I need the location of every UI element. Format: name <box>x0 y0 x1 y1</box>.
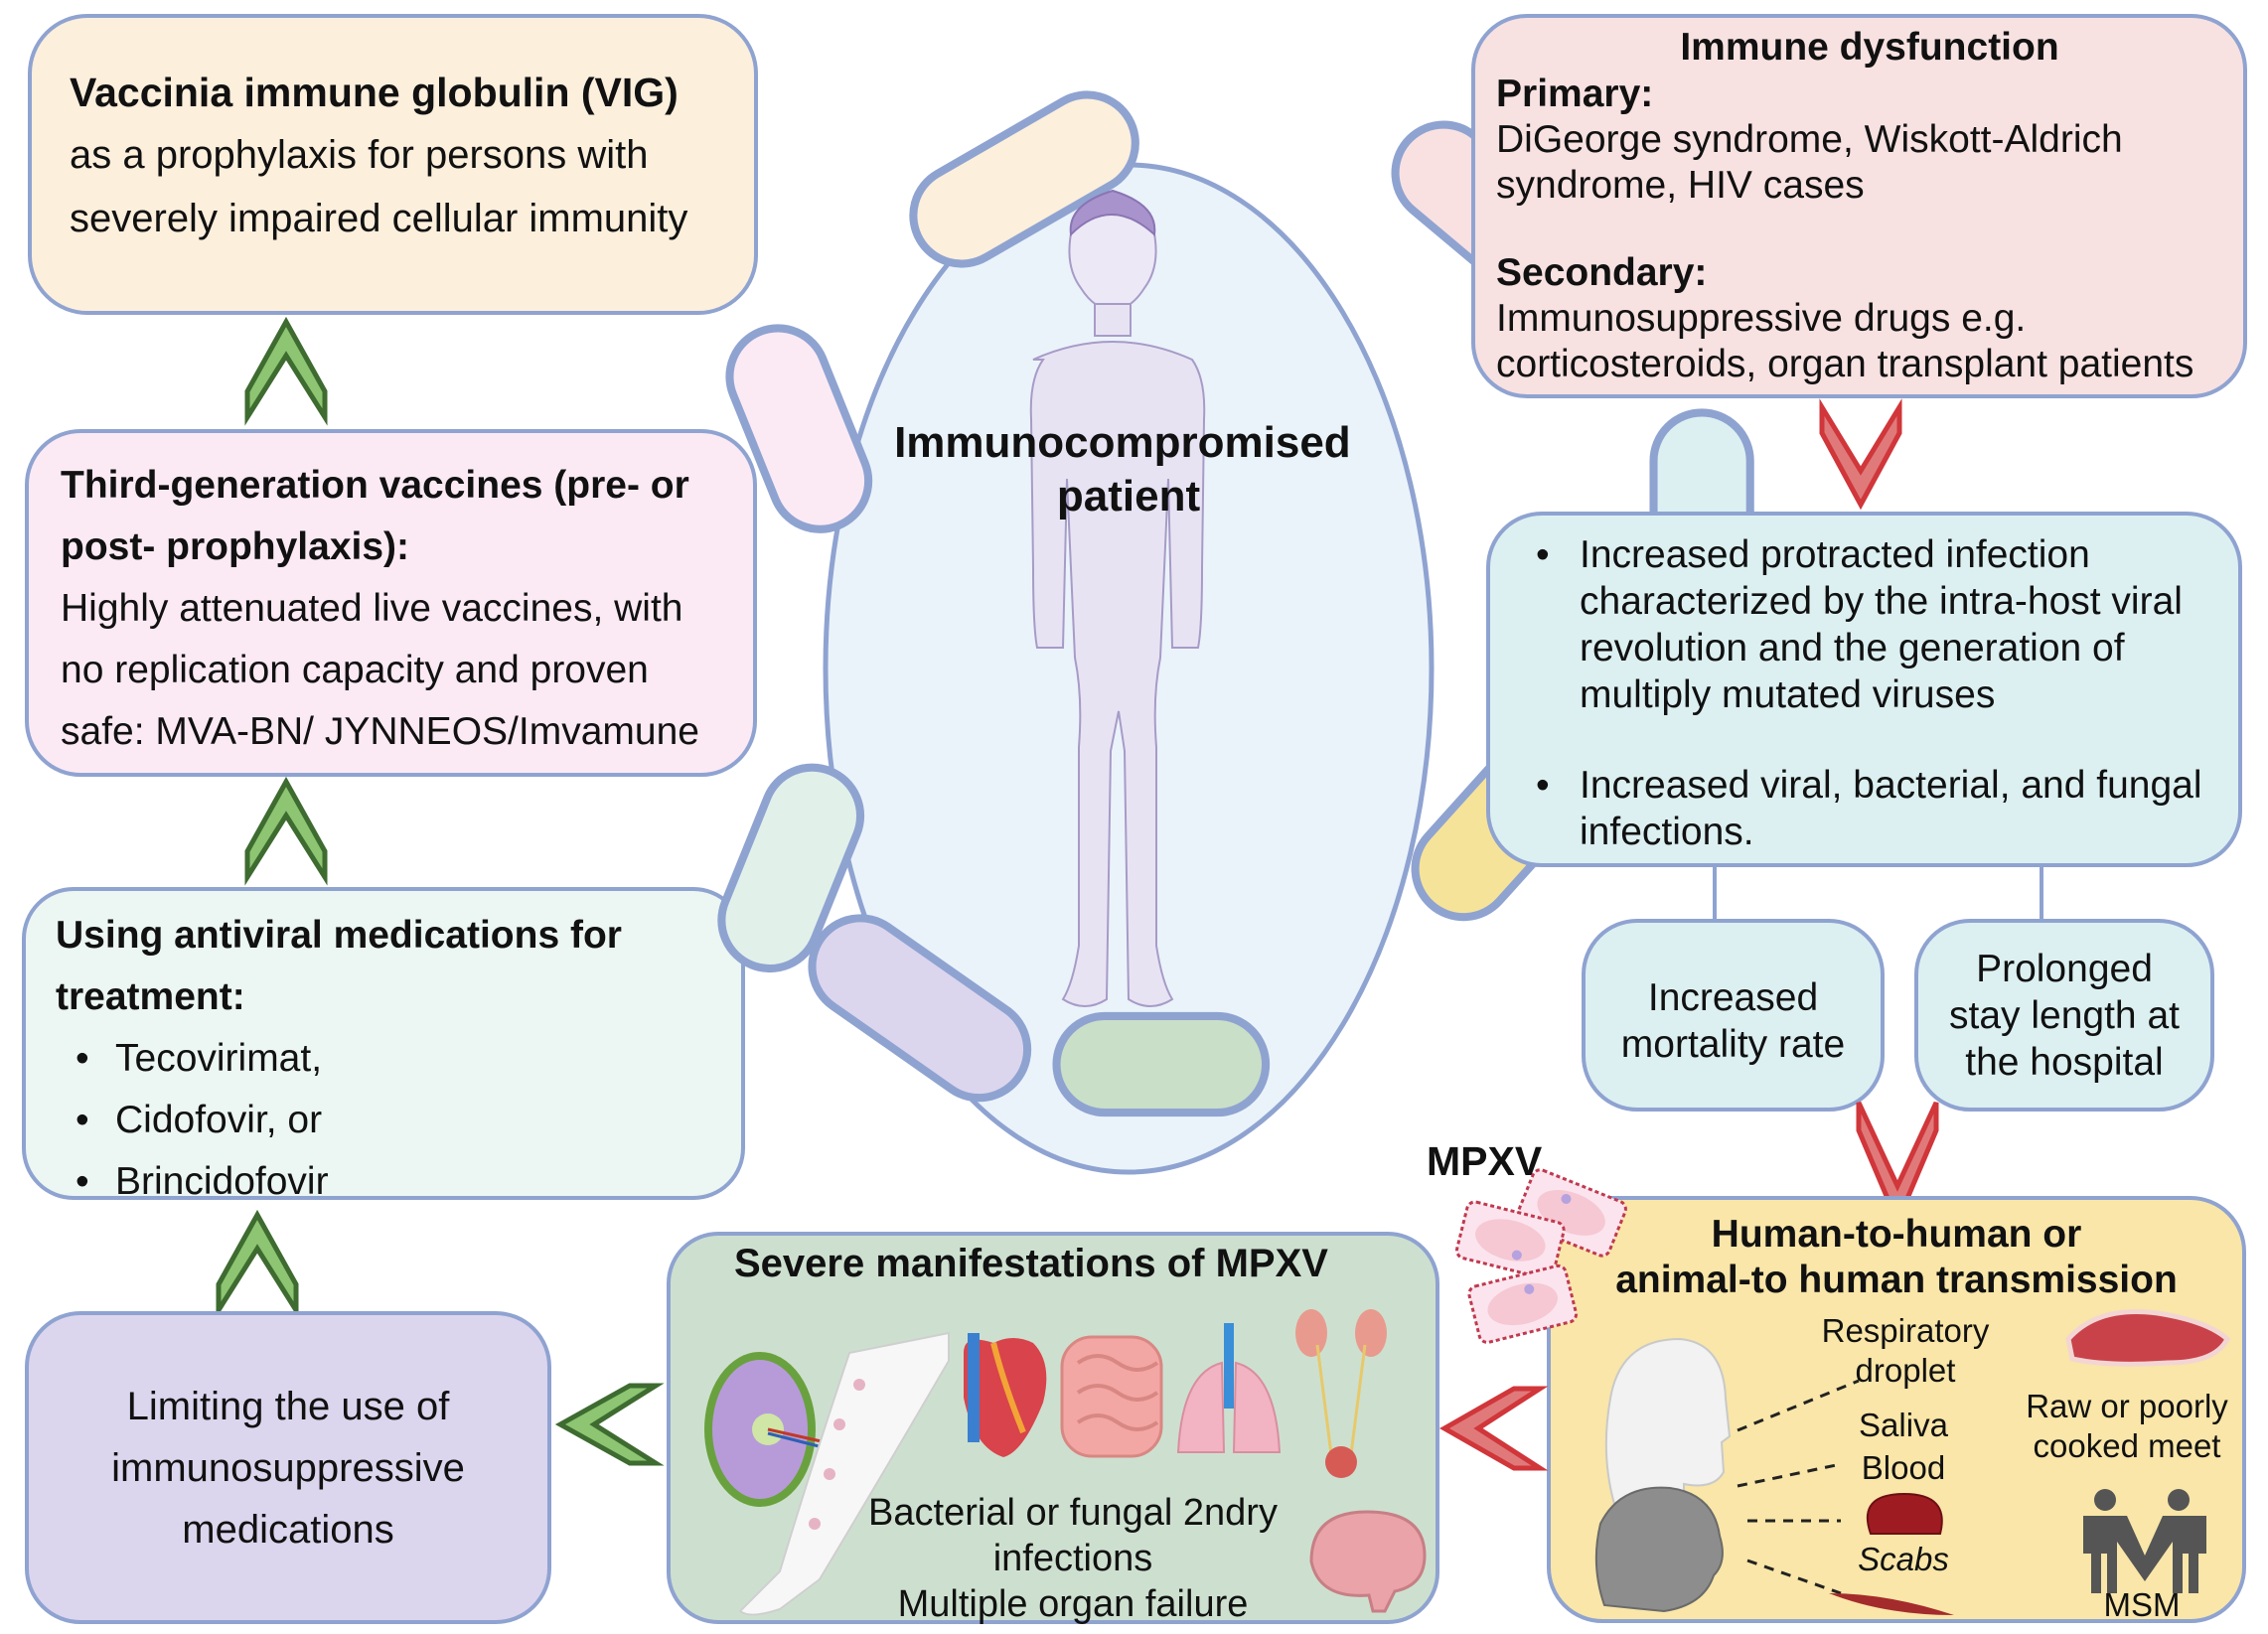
severe-caption: Bacterial or fungal 2ndry infections Mul… <box>849 1490 1296 1627</box>
heart-icon <box>964 1333 1047 1457</box>
transmission-title: Human-to-human or animal-to human transm… <box>1551 1212 2242 1303</box>
lymph-node-icon <box>704 1352 835 1507</box>
outcome-item: Increased viral, bacterial, and fungal i… <box>1536 762 2218 855</box>
center-label: Immunocompromised patient <box>894 418 1363 520</box>
scab-icon <box>1829 1593 1954 1615</box>
raw-meat-line: cooked meet <box>2033 1427 2221 1464</box>
antiviral-item: Brincidofovir <box>76 1151 741 1213</box>
vig-title: Vaccinia immune globulin (VIG) <box>70 70 679 115</box>
third-gen-line: no replication capacity and proven <box>61 649 649 691</box>
antiviral-title: Using antiviral medications for <box>56 914 622 957</box>
raw-meat-line: Raw or poorly <box>2026 1388 2228 1424</box>
blood-drop-icon <box>1866 1492 1943 1535</box>
raw-meat-icon <box>2065 1308 2231 1367</box>
limiting-line: medications <box>182 1507 394 1552</box>
primary-line: syndrome, HIV cases <box>1496 164 1865 207</box>
route-dashes <box>1737 1379 1860 1595</box>
severe-caption-line: Bacterial or fungal 2ndry <box>868 1492 1278 1534</box>
capsule-shape <box>808 914 1032 1103</box>
outcome-line: Increased viral, bacterial, and fungal <box>1580 764 2202 807</box>
transmission-title-line: animal-to human transmission <box>1615 1259 2178 1301</box>
mpxv-virus-icon <box>1454 1168 1627 1344</box>
antiviral-item: Tecovirimat, <box>76 1028 741 1090</box>
mortality-box: Increased mortality rate <box>1582 919 1885 1112</box>
mortality-line: Increased <box>1647 976 1819 1019</box>
secondary-line: corticosteroids, organ transplant patien… <box>1496 343 2194 385</box>
capsule-shape <box>909 90 1139 268</box>
outcome-line: multiply mutated viruses <box>1580 673 1996 716</box>
left-arrow-icon <box>554 1383 665 1466</box>
outcomes-list: Increased protracted infection character… <box>1536 531 2218 855</box>
prolonged-line: stay length at <box>1949 993 2180 1037</box>
human-monkey-head-icon <box>1594 1337 1732 1613</box>
route-blood: Blood <box>1861 1449 1946 1486</box>
arm-rash-icon <box>738 1331 950 1616</box>
primary-label: Primary: <box>1496 73 1654 115</box>
third-gen-title: Third-generation vaccines (pre- or <box>61 464 689 507</box>
outcome-line: characterized by the intra-host viral <box>1580 580 2183 623</box>
vig-line: severely impaired cellular immunity <box>70 197 688 240</box>
prolonged-stay-box: Prolonged stay length at the hospital <box>1914 919 2214 1112</box>
connector-line <box>1713 865 1717 921</box>
route-label: Respiratory <box>1821 1312 1990 1349</box>
third-gen-title: post- prophylaxis): <box>61 525 410 568</box>
secondary-line: Immunosuppressive drugs e.g. <box>1496 297 2027 340</box>
patient-oval: Immunocompromised patient <box>717 90 1754 1175</box>
mortality-line: mortality rate <box>1620 1023 1846 1066</box>
antiviral-list: Tecovirimat, Cidofovir, or Brincidofovir <box>56 1028 741 1213</box>
third-gen-line: Highly attenuated live vaccines, with <box>61 587 683 630</box>
center-label-line: patient <box>1057 472 1201 520</box>
severe-manifestations-box: Severe manifestations of MPXV Bacterial … <box>667 1232 1439 1627</box>
limiting-line: Limiting the use of <box>126 1384 450 1428</box>
primary-line: DiGeorge syndrome, Wiskott-Aldrich <box>1496 118 2123 161</box>
outcome-line: infections. <box>1580 811 1754 853</box>
prolonged-line: Prolonged <box>1976 947 2153 990</box>
third-gen-line: safe: MVA-BN/ JYNNEOS/Imvamune <box>61 710 699 753</box>
outcome-line: revolution and the generation of <box>1580 627 2125 669</box>
capsule-shape <box>717 763 865 973</box>
antiviral-item: Cidofovir, or <box>76 1090 741 1151</box>
center-label-line: Immunocompromised <box>894 418 1351 467</box>
route-respiratory: Respiratory droplet <box>1811 1311 2000 1391</box>
vig-box: Vaccinia immune globulin (VIG) as a prop… <box>28 14 758 315</box>
transmission-title-line: Human-to-human or <box>1711 1213 2082 1256</box>
limiting-line: immunosuppressive <box>111 1445 465 1490</box>
limiting-immunosuppressives-box: Limiting the use of immunosuppressive me… <box>25 1311 551 1624</box>
vig-line: as a prophylaxis for persons with <box>70 133 649 177</box>
outcome-line: Increased protracted infection <box>1580 533 2090 576</box>
severe-title: Severe manifestations of MPXV <box>734 1242 1328 1285</box>
secondary-label: Secondary: <box>1496 251 1708 294</box>
antiviral-title: treatment: <box>56 975 245 1018</box>
severe-caption-line: Multiple organ failure <box>897 1583 1249 1625</box>
connector-line <box>2040 865 2043 921</box>
capsule-shape <box>1052 1011 1271 1117</box>
outcomes-box: Increased protracted infection character… <box>1486 512 2242 867</box>
raw-meat-label: Raw or poorly cooked meet <box>2018 1387 2236 1466</box>
outcome-item: Increased protracted infection character… <box>1536 531 2218 718</box>
capsule-shape <box>725 324 873 533</box>
msm-people-icon <box>2083 1489 2206 1593</box>
down-arrow-icon <box>1819 398 1902 511</box>
up-arrow-icon <box>244 316 328 426</box>
up-arrow-icon <box>244 776 328 886</box>
severe-caption-line: infections <box>992 1538 1153 1579</box>
prolonged-line: the hospital <box>1965 1040 2164 1084</box>
intestines-icon <box>1060 1335 1163 1458</box>
transmission-box: Human-to-human or animal-to human transm… <box>1547 1196 2246 1623</box>
route-label: droplet <box>1855 1352 1956 1389</box>
up-arrow-icon <box>216 1209 299 1319</box>
msm-label: MSM <box>2103 1586 2181 1623</box>
route-saliva: Saliva <box>1859 1407 1948 1443</box>
immune-dysfunction-title: Immune dysfunction <box>1680 26 2059 69</box>
kidneys-icon <box>1295 1309 1387 1478</box>
third-gen-vaccines-box: Third-generation vaccines (pre- or post-… <box>25 429 757 777</box>
left-arrow-icon <box>1438 1386 1549 1471</box>
antiviral-box: Using antiviral medications for treatmen… <box>22 887 745 1213</box>
lungs-icon <box>1176 1323 1282 1453</box>
immune-dysfunction-box: Immune dysfunction Primary: DiGeorge syn… <box>1471 14 2247 398</box>
brain-icon <box>1309 1510 1427 1613</box>
mpxv-label: MPXV <box>1427 1138 1543 1184</box>
route-scabs: Scabs <box>1858 1541 1949 1577</box>
human-figure-icon <box>1029 189 1206 1007</box>
